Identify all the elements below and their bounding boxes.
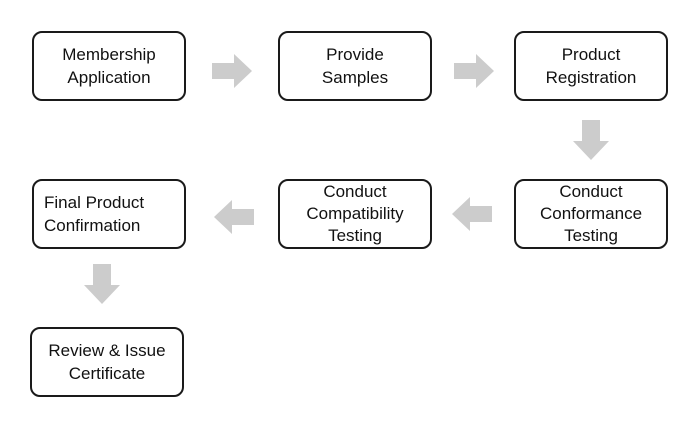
step-label: Product Registration [545, 45, 637, 87]
arrow-right-icon [212, 54, 252, 88]
step-label: Provide Samples [321, 45, 389, 87]
step-final-product-confirmation: Final Product Confirmation [32, 179, 186, 249]
step-conduct-conformance-testing: Conduct Conformance Testing [514, 179, 668, 249]
step-label: Membership Application [62, 45, 156, 87]
step-membership-application: Membership Application [32, 31, 186, 101]
arrow-down-icon [84, 264, 120, 304]
step-review-issue-certificate: Review & Issue Certificate [30, 327, 184, 397]
arrow-right-icon [454, 54, 494, 88]
arrow-left-icon [452, 197, 492, 231]
step-label: Final Product Confirmation [44, 193, 145, 235]
step-product-registration: Product Registration [514, 31, 668, 101]
step-label: Review & Issue Certificate [48, 341, 166, 383]
arrow-left-icon [214, 200, 254, 234]
arrow-down-icon [573, 120, 609, 160]
step-conduct-compatibility-testing: Conduct Compatibility Testing [278, 179, 432, 249]
step-provide-samples: Provide Samples [278, 31, 432, 101]
step-label: Conduct Conformance Testing [539, 182, 643, 245]
step-label: Conduct Compatibility Testing [306, 182, 404, 245]
